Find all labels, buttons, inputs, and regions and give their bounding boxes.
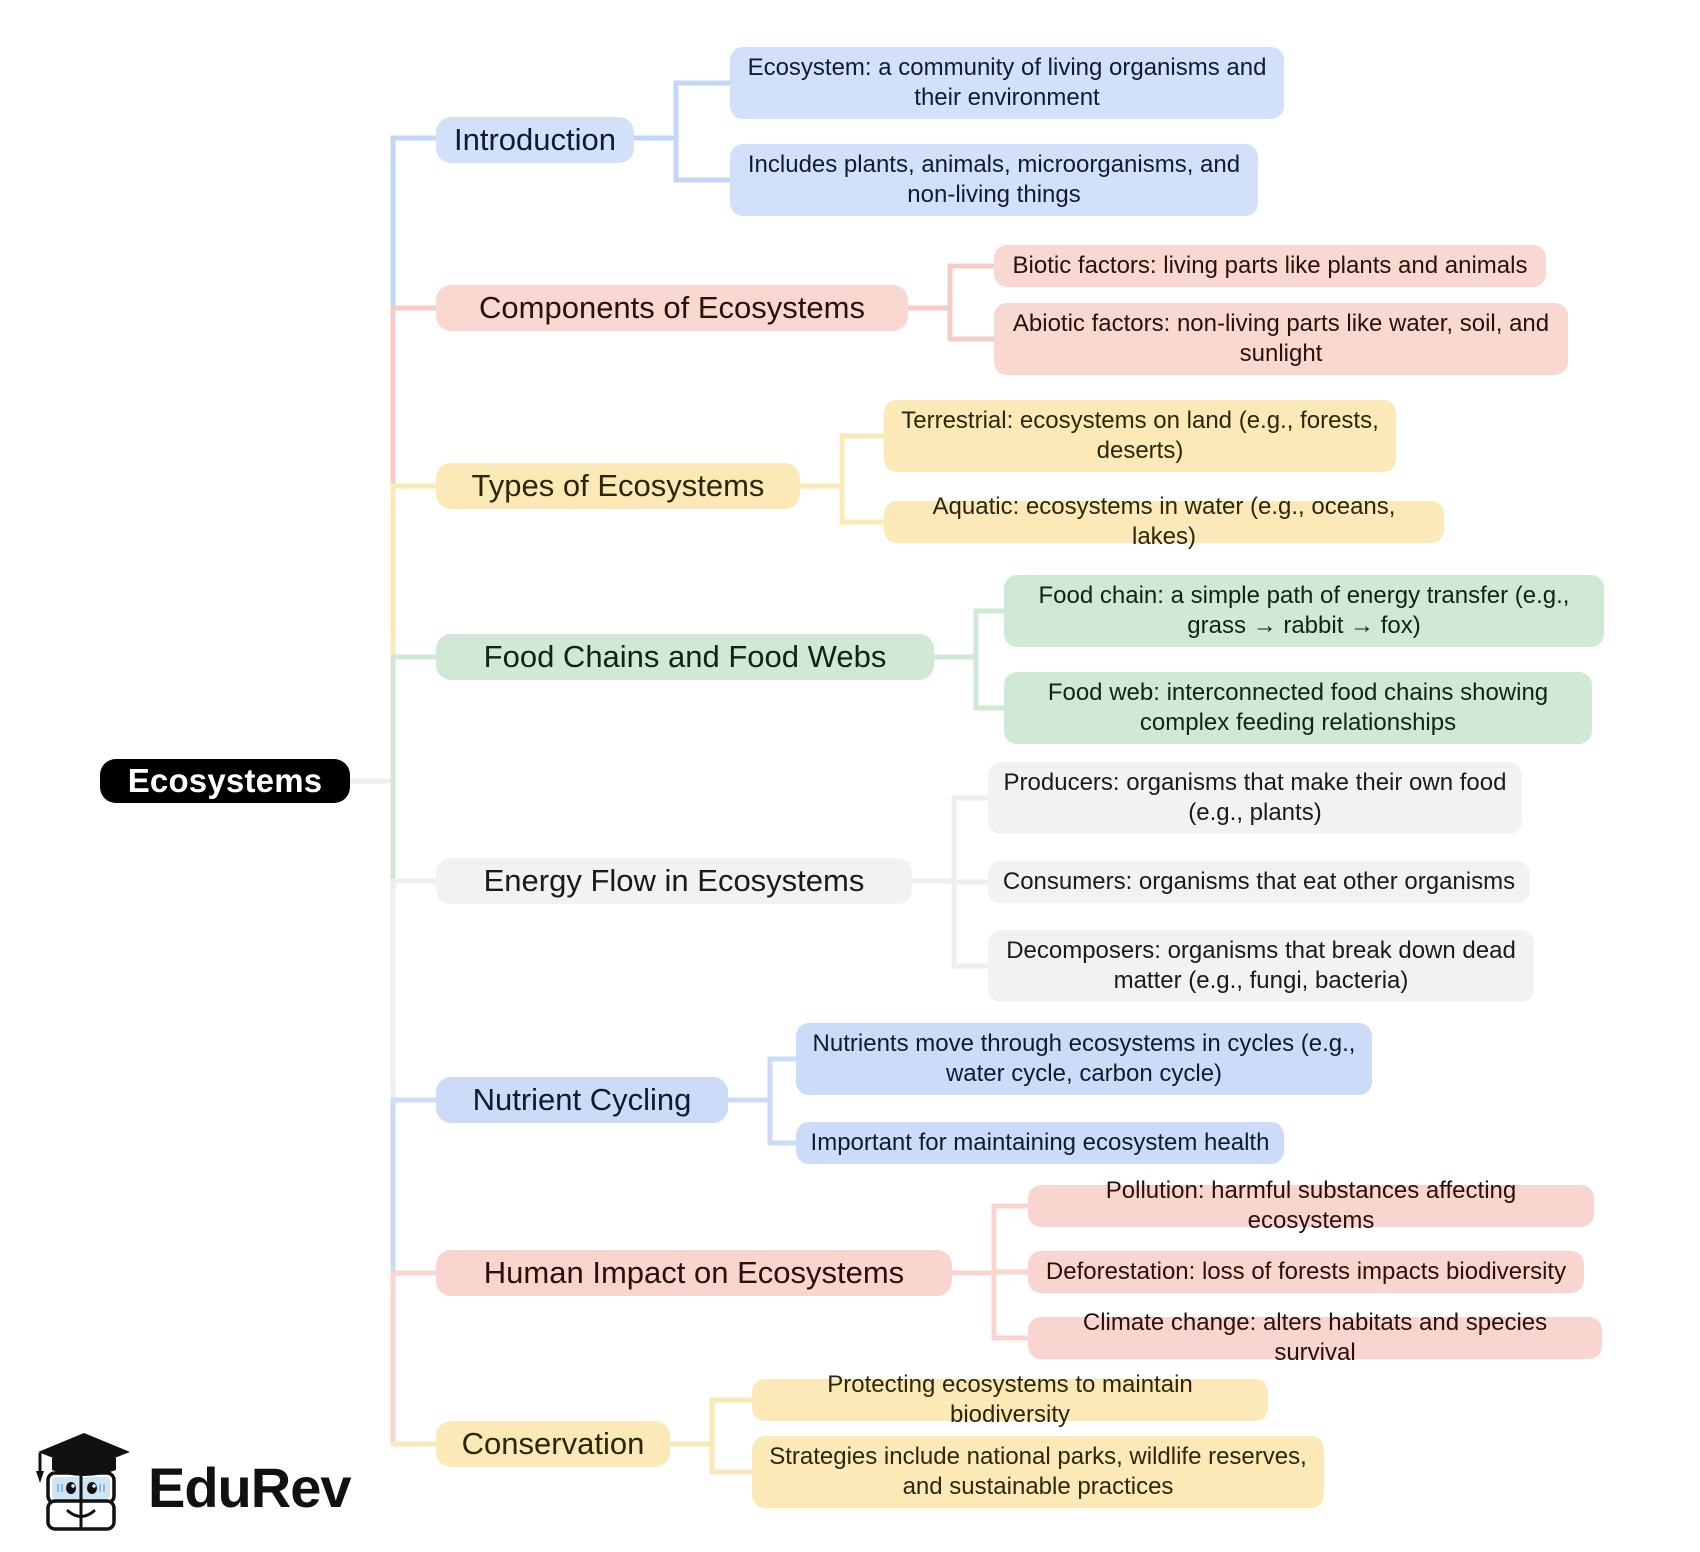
leaf-node-food-chains-and-food-webs-1[interactable]: Food chain: a simple path of energy tran… (1004, 575, 1604, 647)
branch-node-types-of-ecosystems[interactable]: Types of Ecosystems (436, 463, 800, 509)
leaf-node-conservation-2[interactable]: Strategies include national parks, wildl… (752, 1436, 1324, 1508)
leaf-node-types-of-ecosystems-2[interactable]: Aquatic: ecosystems in water (e.g., ocea… (884, 493, 1444, 550)
branch-node-food-chains-and-food-webs[interactable]: Food Chains and Food Webs (436, 634, 934, 680)
branch-node-human-impact-on-ecosystems[interactable]: Human Impact on Ecosystems (436, 1250, 952, 1296)
leaf-node-components-of-ecosystems-1[interactable]: Biotic factors: living parts like plants… (994, 245, 1546, 287)
leaf-node-nutrient-cycling-2[interactable]: Important for maintaining ecosystem heal… (796, 1122, 1284, 1164)
branch-node-components-of-ecosystems[interactable]: Components of Ecosystems (436, 285, 908, 331)
leaf-node-introduction-1[interactable]: Ecosystem: a community of living organis… (730, 47, 1284, 119)
leaf-node-introduction-2[interactable]: Includes plants, animals, microorganisms… (730, 144, 1258, 216)
leaf-node-nutrient-cycling-1[interactable]: Nutrients move through ecosystems in cyc… (796, 1023, 1372, 1095)
leaf-node-energy-flow-in-ecosystems-1[interactable]: Producers: organisms that make their own… (988, 762, 1522, 834)
leaf-node-energy-flow-in-ecosystems-3[interactable]: Decomposers: organisms that break down d… (988, 930, 1534, 1002)
leaf-node-types-of-ecosystems-1[interactable]: Terrestrial: ecosystems on land (e.g., f… (884, 400, 1396, 472)
branch-node-energy-flow-in-ecosystems[interactable]: Energy Flow in Ecosystems (436, 858, 912, 904)
branch-node-introduction[interactable]: Introduction (436, 117, 634, 163)
graduation-cap-book-mascot-icon (36, 1433, 130, 1531)
leaf-node-energy-flow-in-ecosystems-2[interactable]: Consumers: organisms that eat other orga… (988, 861, 1530, 903)
leaf-node-food-chains-and-food-webs-2[interactable]: Food web: interconnected food chains sho… (1004, 672, 1592, 744)
edurev-wordmark: EduRev (148, 1456, 351, 1519)
leaf-node-human-impact-on-ecosystems-1[interactable]: Pollution: harmful substances affecting … (1028, 1177, 1594, 1234)
leaf-node-conservation-1[interactable]: Protecting ecosystems to maintain biodiv… (752, 1371, 1268, 1428)
branch-node-nutrient-cycling[interactable]: Nutrient Cycling (436, 1077, 728, 1123)
leaf-node-human-impact-on-ecosystems-2[interactable]: Deforestation: loss of forests impacts b… (1028, 1251, 1584, 1293)
branch-node-conservation[interactable]: Conservation (436, 1421, 670, 1467)
edurev-logo: EduRev (30, 1425, 351, 1545)
root-node-ecosystems[interactable]: Ecosystems (100, 759, 350, 803)
leaf-node-components-of-ecosystems-2[interactable]: Abiotic factors: non-living parts like w… (994, 303, 1568, 375)
leaf-node-human-impact-on-ecosystems-3[interactable]: Climate change: alters habitats and spec… (1028, 1309, 1602, 1366)
